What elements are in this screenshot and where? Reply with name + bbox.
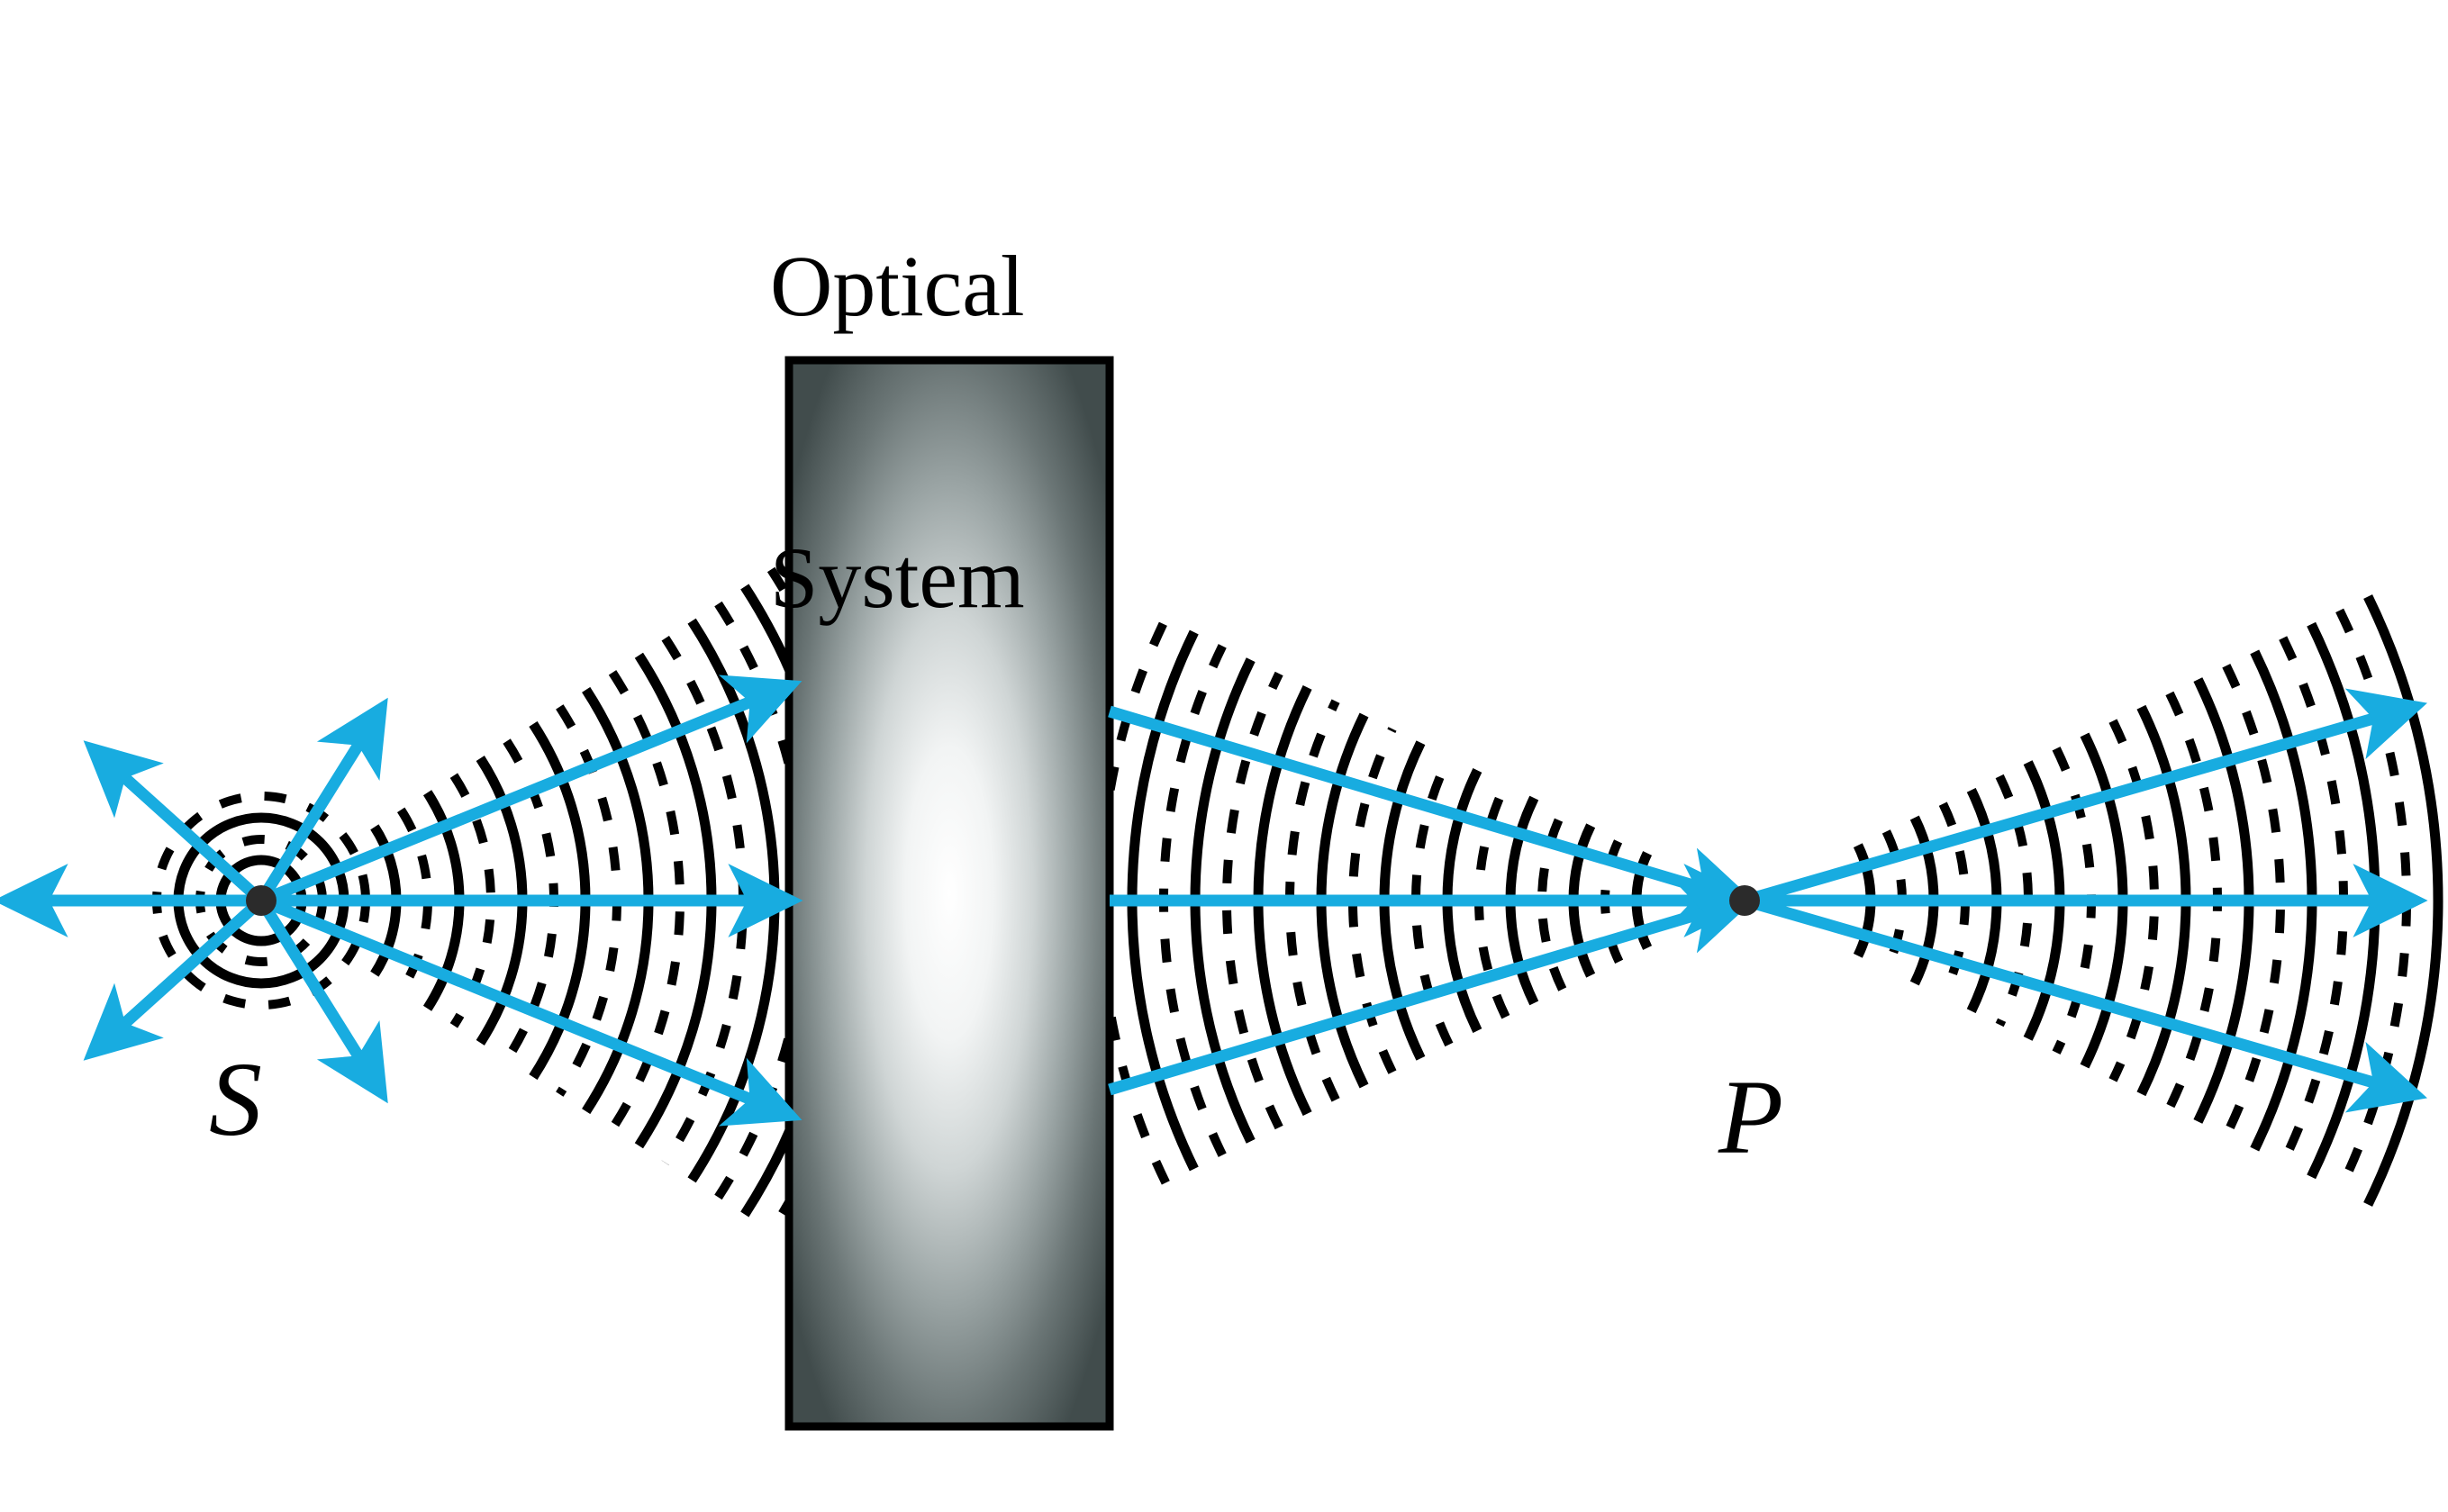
ray-lower-to-block: [258, 894, 802, 1127]
source-point-dot: [246, 885, 277, 916]
wavefront-arc-dashed: [1537, 810, 1567, 991]
ray-down-right: [256, 897, 388, 1104]
optical-system-block-rect: [784, 356, 1114, 1431]
source-point-label: S: [209, 1040, 262, 1158]
wavefront-arc-dashed: [2222, 663, 2285, 1138]
ray-out-upper: [1743, 688, 2427, 907]
image-point-label: P: [1718, 1058, 1784, 1176]
wavefront-arc-dashed: [608, 670, 685, 1131]
ray-upper-to-P: [1108, 705, 1758, 919]
ray-lower-to-P: [1108, 883, 1758, 1096]
title-line-1: Optical: [770, 238, 1025, 334]
wavefront-arc-dashed: [396, 807, 432, 994]
wavefront-arc-dashed: [1938, 801, 1970, 1000]
ray-down-left: [83, 896, 266, 1061]
wavefront-arc-dashed: [1995, 774, 2034, 1028]
wavefront-arc-dashed: [2108, 719, 2159, 1082]
title-line-2: System: [770, 530, 1025, 626]
ray-up-left: [83, 740, 266, 905]
ray-up-right: [256, 697, 388, 904]
point-markers: [246, 885, 1760, 916]
wavefront-arc-dashed: [661, 635, 748, 1166]
diagram-title: Optical System: [770, 43, 1025, 821]
wavefront-arc-dashed: [1348, 727, 1397, 1074]
optical-system-block: [784, 356, 1114, 1431]
ray-bundle: [0, 675, 2428, 1127]
wavefront-arc-solid: [2363, 594, 2443, 1207]
image-point-dot: [1729, 885, 1760, 916]
ray-upper-to-block: [258, 675, 802, 907]
ray-out-lower: [1743, 894, 2427, 1113]
wavefront-arc-dashed: [1411, 754, 1454, 1047]
wavefront-arc-dashed: [1222, 671, 1283, 1130]
